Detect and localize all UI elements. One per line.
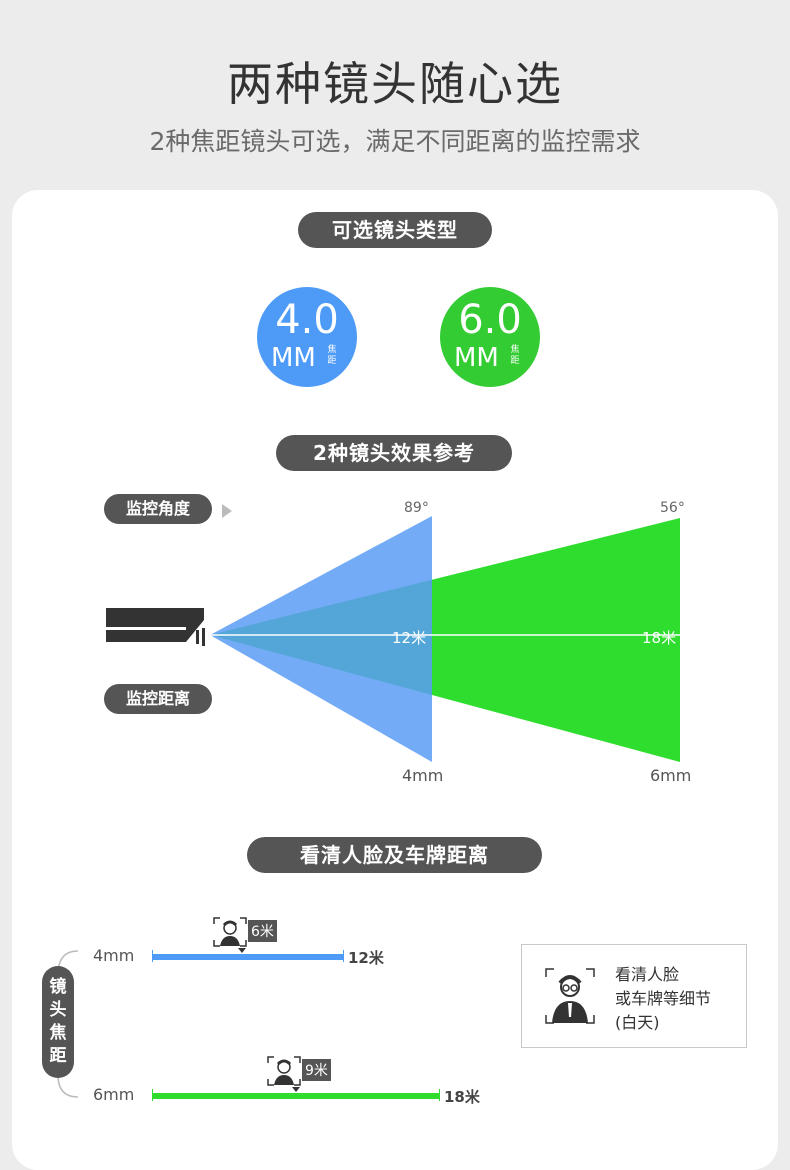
face-icon [267, 1056, 301, 1092]
lens-types-heading: 可选镜头类型 [298, 212, 492, 248]
legend-line-1: 看清人脸 [615, 965, 680, 984]
distance-4mm: 12米 [392, 629, 427, 647]
face-distance-6mm: 9米 [302, 1059, 331, 1081]
legend-box: 看清人脸 或车牌等细节 (白天) [521, 944, 747, 1048]
axis-label: 镜头焦距 [42, 966, 74, 1078]
max-distance-4mm: 12米 [348, 949, 384, 967]
range-bar-6mm [152, 1093, 440, 1099]
row-lens-4mm: 4mm [93, 946, 135, 965]
max-distance-6mm: 18米 [444, 1088, 480, 1106]
face-marker-4mm [213, 917, 247, 953]
face-icon [213, 917, 247, 953]
lens-badge-6mm: 6.0 MM 焦距 [440, 287, 540, 387]
effect-heading: 2种镜头效果参考 [276, 435, 512, 471]
lens-unit-note: 焦距 [510, 345, 520, 366]
range-bar-end [439, 1089, 440, 1101]
lens-name-4mm: 4mm [402, 766, 444, 785]
angle-6mm: 56° [660, 500, 685, 516]
range-bar-start [152, 950, 153, 962]
distance-6mm: 18米 [642, 629, 677, 647]
lens-badge-4mm: 4.0 MM 焦距 [257, 287, 357, 387]
row-lens-6mm: 6mm [93, 1085, 135, 1104]
lens-value: 4.0 [275, 297, 339, 343]
range-bar-start [152, 1089, 153, 1101]
lens-unit-note: 焦距 [327, 345, 337, 366]
coverage-cone-4mm [210, 516, 432, 762]
angle-4mm: 89° [404, 500, 429, 516]
face-plate-heading: 看清人脸及车牌距离 [247, 837, 542, 873]
face-marker-6mm [267, 1056, 301, 1092]
lens-unit: MM [271, 343, 316, 373]
legend-text: 看清人脸 或车牌等细节 (白天) [615, 963, 711, 1035]
lens-unit: MM [454, 343, 499, 373]
lens-name-6mm: 6mm [650, 766, 692, 785]
range-bar-end [343, 950, 344, 962]
distance-label: 监控距离 [104, 684, 212, 714]
legend-line-3: (白天) [615, 1013, 660, 1032]
face-distance-4mm: 6米 [248, 920, 277, 942]
range-bar-4mm [152, 954, 344, 960]
page-title: 两种镜头随心选 [227, 57, 563, 111]
lens-value: 6.0 [458, 297, 522, 343]
axis-label-text: 镜头焦距 [49, 977, 67, 1066]
coverage-diagram [106, 504, 680, 762]
coverage-cone-6mm [210, 518, 680, 762]
camera-icon [106, 608, 205, 646]
face-icon [545, 968, 595, 1024]
page-subtitle: 2种焦距镜头可选，满足不同距离的监控需求 [149, 127, 641, 156]
legend-line-2: 或车牌等细节 [615, 989, 712, 1008]
angle-label: 监控角度 [104, 494, 212, 524]
arrow-right-icon [222, 504, 232, 518]
